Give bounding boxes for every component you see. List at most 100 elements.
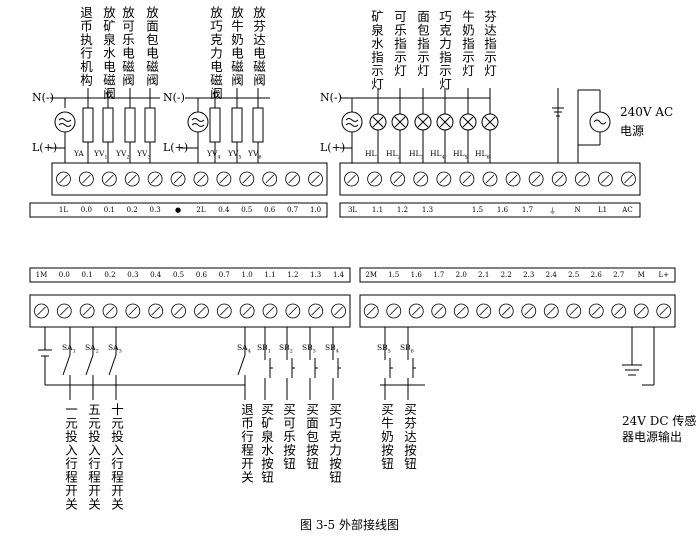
terminal-label: 2L — [196, 206, 206, 214]
bottom-right-screw — [521, 303, 537, 319]
coil-6 — [231, 107, 243, 143]
terminal-label: 0.4 — [218, 206, 230, 214]
lamp-tag-3: HL3 — [409, 149, 424, 161]
terminal-label: 1.6 — [496, 206, 509, 214]
bottom-left-screw — [285, 303, 301, 319]
bottom-right-screw — [408, 303, 424, 319]
terminal-label: AC — [622, 206, 633, 214]
terminal-label: 0.4 — [150, 271, 162, 279]
coil-tag-3: YV2 — [116, 149, 130, 161]
terminal-label: N — [574, 206, 581, 214]
bottom-left-screw — [262, 303, 278, 319]
bottom-left-screw — [171, 303, 186, 319]
terminal-label: L+ — [658, 271, 669, 279]
terminal-label: 0.2 — [104, 271, 116, 279]
terminal-label: 2.0 — [455, 271, 467, 279]
bottom-right-screw — [498, 303, 514, 319]
terminal-label: 2.6 — [590, 271, 602, 279]
bottom-left-screw — [148, 303, 164, 319]
switch-4 — [237, 354, 246, 376]
top-right-screw — [367, 171, 383, 187]
terminal-label: 1.3 — [310, 271, 322, 279]
top-right-screw — [390, 171, 406, 187]
lamp-tag-5: HL5 — [453, 149, 468, 161]
coil-tag-1: YA — [74, 149, 84, 158]
top-left-screw — [262, 171, 278, 187]
bottom-left-screw — [79, 303, 95, 319]
n-label-2: N(-) — [163, 91, 185, 104]
top-left-screw — [101, 171, 117, 187]
lamp-tag-6: HL6 — [475, 149, 490, 161]
lamp-tag-1: HL1 — [365, 149, 380, 161]
terminal-label: 1.6 — [410, 271, 422, 279]
n-label-1: N(-) — [32, 91, 54, 104]
switch-1 — [62, 354, 71, 376]
bottom-right-screw — [453, 303, 469, 319]
terminal-label: 1.2 — [396, 206, 409, 214]
coil-tag-4: YV3 — [137, 149, 151, 161]
figure-caption: 图 3-5 外部接线图 — [300, 518, 399, 532]
top-right-screw — [597, 171, 613, 187]
terminal-label: M — [637, 271, 645, 279]
output-label-right-2: 可乐指示灯 — [392, 10, 407, 78]
terminal-label: 1.0 — [309, 206, 322, 214]
output-label-left-2: 放矿泉水电磁阀 — [101, 6, 116, 101]
top-right-screw — [551, 171, 567, 187]
input-label-6: 买可乐按钮 — [281, 403, 296, 471]
label-strip-top-left — [29, 202, 328, 218]
top-left-screw — [193, 171, 209, 187]
input-label-7: 买面包按钮 — [304, 403, 319, 471]
top-right-screw — [436, 171, 452, 187]
coil-tag-2: YV1 — [94, 149, 108, 161]
terminal-label: 1.4 — [332, 271, 345, 279]
terminal-label: 1.1 — [371, 206, 384, 214]
terminal-label: 1.7 — [521, 206, 534, 214]
top-left-screw — [56, 171, 71, 187]
terminal-label: L1 — [597, 206, 608, 214]
input-label-8: 买巧克力按钮 — [327, 403, 342, 484]
terminal-label: 1.3 — [421, 206, 434, 214]
terminal-label: 3L — [347, 206, 358, 214]
terminal-label: 1.7 — [433, 271, 445, 279]
bottom-right-screw — [566, 303, 582, 319]
terminal-label: 0.1 — [81, 271, 93, 279]
top-left-screw — [147, 171, 163, 187]
coil-4 — [144, 107, 156, 143]
l-label-3: L(+) — [320, 141, 346, 154]
terminal-label: 0.0 — [80, 206, 92, 214]
terminal-label: 1.5 — [388, 271, 400, 279]
n-label-3: N(-) — [320, 91, 342, 104]
terminal-label: ⏚ — [549, 207, 556, 215]
bottom-left-screw — [102, 303, 118, 319]
terminal-label: 2.2 — [500, 271, 512, 279]
output-label-left-3: 放可乐电磁阀 — [120, 6, 135, 87]
switch-tag-3: SA3 — [108, 343, 122, 355]
terminal-label: 2.3 — [523, 271, 535, 279]
terminal-label: 0.1 — [103, 206, 115, 214]
top-right-screw — [459, 171, 475, 187]
switch-tag-4: SA4 — [237, 343, 251, 355]
sensor-label: 24V DC 传感器电源输出 — [622, 414, 697, 444]
l-label-2: L(+) — [163, 141, 189, 154]
coil-7 — [252, 107, 264, 143]
input-label-10: 买芬达按钮 — [402, 403, 417, 471]
top-left-screw — [124, 171, 140, 187]
output-label-right-3: 面包指示灯 — [415, 10, 430, 78]
terminal-label: 0.3 — [127, 271, 139, 279]
input-label-5: 买矿泉水按钮 — [259, 403, 274, 484]
label-strip-bottom-left — [29, 267, 351, 283]
top-right-screw — [505, 171, 521, 187]
terminal-block-bottom-right — [359, 294, 676, 328]
coil-tag-7: YV6 — [248, 149, 262, 161]
top-left-screw — [170, 171, 186, 187]
bottom-right-screw — [611, 303, 627, 319]
switch-3 — [108, 354, 117, 376]
terminal-label: 0.2 — [126, 206, 138, 214]
output-label-right-6: 芬达指示灯 — [482, 10, 497, 78]
terminal-label: 0.0 — [58, 271, 70, 279]
terminal-label: ● — [174, 206, 182, 214]
terminal-label: 2.4 — [545, 271, 557, 279]
coil-tag-5: YV4 — [207, 149, 221, 161]
switch-tag-8: SB4 — [325, 343, 339, 355]
